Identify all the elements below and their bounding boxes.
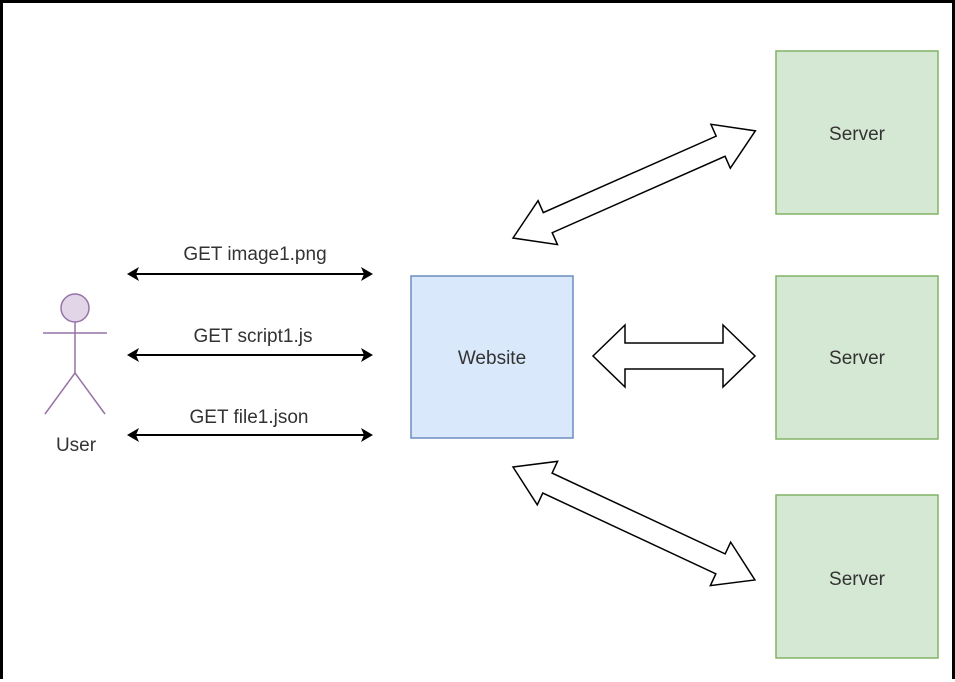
website-node[interactable]: Website <box>410 275 574 439</box>
server-label-bottom: Server <box>829 569 886 590</box>
website-label: Website <box>458 348 526 369</box>
user-leg-right <box>74 372 106 415</box>
user-head <box>60 293 90 323</box>
request-arrow-script[interactable]: GET script1.js <box>127 326 373 362</box>
request-arrow-image[interactable]: GET image1.png <box>127 244 373 281</box>
request-label-script: GET script1.js <box>194 326 313 347</box>
server-node-middle[interactable]: Server <box>775 275 939 440</box>
user-actor[interactable]: User <box>43 293 107 456</box>
connection-arrow-middle[interactable] <box>591 323 757 389</box>
user-leg-left <box>44 372 76 415</box>
server-node-top[interactable]: Server <box>775 50 939 215</box>
diagram-svg: User GET image1.png GET script1.js GET f… <box>43 50 939 659</box>
connection-arrow-top[interactable] <box>503 109 765 260</box>
user-label: User <box>56 435 97 456</box>
request-label-image: GET image1.png <box>183 244 326 265</box>
server-node-bottom[interactable]: Server <box>775 494 939 659</box>
connection-arrow-bottom[interactable] <box>503 445 765 601</box>
request-arrow-json[interactable]: GET file1.json <box>127 407 373 442</box>
server-label-top: Server <box>829 124 886 145</box>
request-label-json: GET file1.json <box>190 407 309 428</box>
server-label-middle: Server <box>829 348 886 369</box>
